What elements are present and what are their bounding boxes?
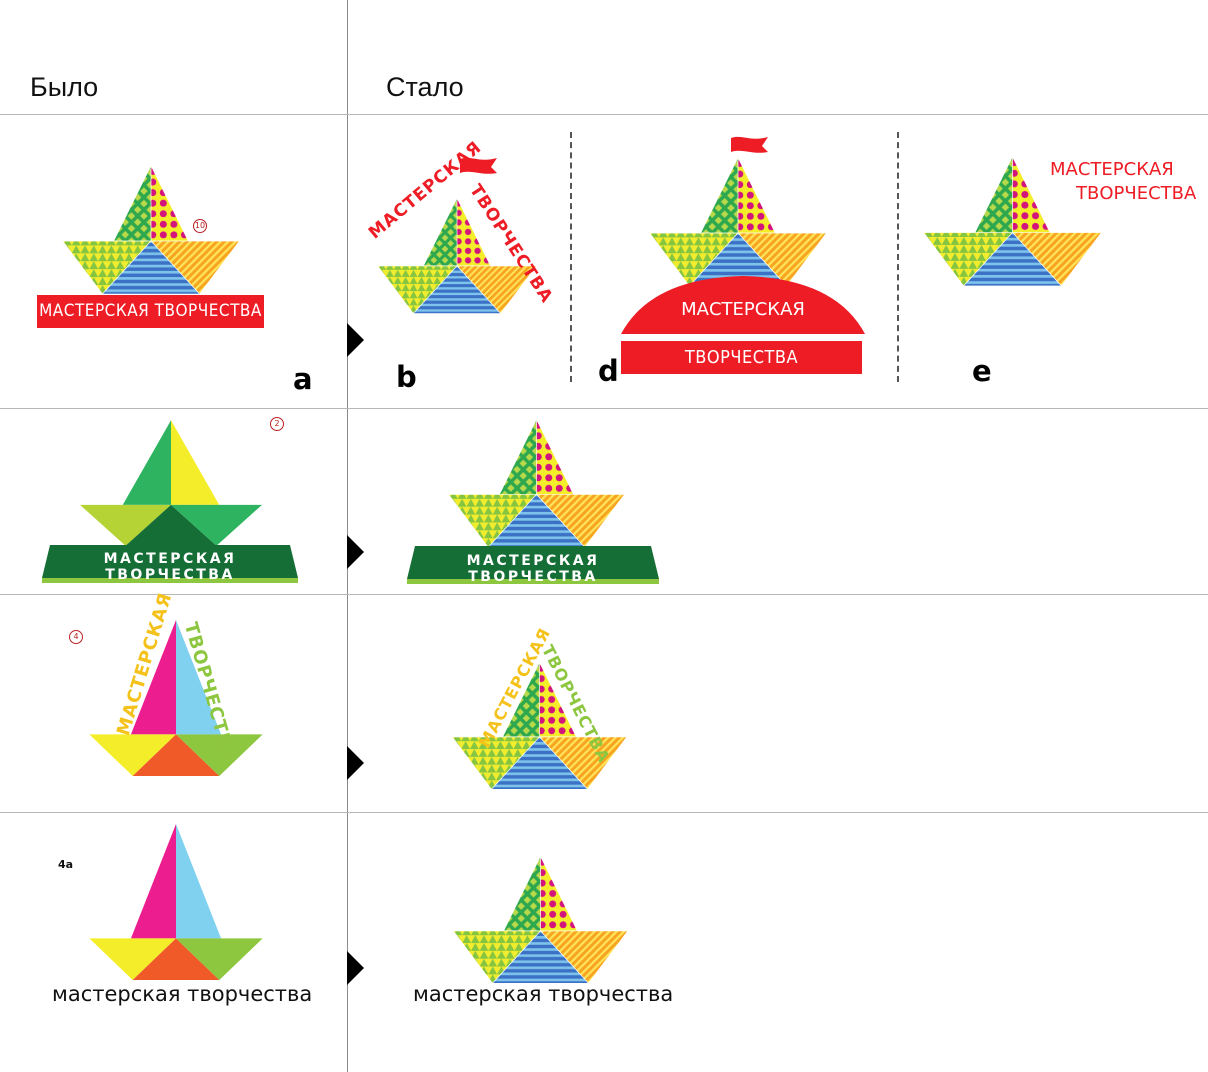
brand-text-plain: мастерская творчества <box>52 982 313 1006</box>
boat-logo-patterned <box>649 157 827 287</box>
brand-bar-red: ТВОРЧЕСТВА <box>621 341 862 374</box>
brand-text-plain: мастерская творчества <box>413 982 674 1006</box>
boat-logo-bright <box>89 620 263 776</box>
arrow-right-icon <box>347 746 364 780</box>
flag-icon <box>731 136 768 153</box>
row-tag: 4a <box>58 858 74 871</box>
boat-logo-patterned <box>453 856 628 984</box>
row-divider <box>0 114 1208 115</box>
brand-banner-green: МАСТЕРСКАЯ ТВОРЧЕСТВА <box>103 551 237 583</box>
red-dome-shape <box>621 276 865 334</box>
boat-logo-patterned <box>448 419 625 548</box>
variant-label-e: e <box>972 354 992 388</box>
brand-banner-red: МАСТЕРСКАЯ ТВОРЧЕСТВА <box>37 295 264 328</box>
boat-logo-patterned <box>62 165 240 295</box>
header-after: Стало <box>386 72 464 102</box>
variant-label-d: d <box>598 354 619 388</box>
row-divider <box>0 812 1208 813</box>
row-tag: 10 <box>193 219 207 233</box>
flag-icon <box>460 157 497 174</box>
arrow-right-icon <box>347 323 364 357</box>
brand-banner-green: МАСТЕРСКАЯ ТВОРЧЕСТВА <box>466 553 600 585</box>
dome-word: МАСТЕРСКАЯ <box>681 299 805 320</box>
boat-logo-bright <box>89 824 263 980</box>
variant-label-a: a <box>293 362 313 396</box>
row-tag: 2 <box>270 417 284 431</box>
side-word-2: ТВОРЧЕСТВА <box>1076 183 1197 204</box>
green-banner-shape <box>42 545 298 583</box>
variant-label-b: b <box>396 360 417 394</box>
variant-divider <box>570 132 572 382</box>
arrow-right-icon <box>347 951 364 985</box>
row-divider <box>0 408 1208 409</box>
green-banner-shape <box>407 546 659 584</box>
row-tag: 4 <box>69 630 83 644</box>
boat-logo-green <box>80 420 262 546</box>
arrow-right-icon <box>347 535 364 569</box>
variant-divider <box>897 132 899 382</box>
row-divider <box>0 594 1208 595</box>
header-before: Было <box>30 72 99 102</box>
boat-logo-patterned <box>452 662 627 790</box>
side-word-1: МАСТЕРСКАЯ <box>1050 159 1174 180</box>
